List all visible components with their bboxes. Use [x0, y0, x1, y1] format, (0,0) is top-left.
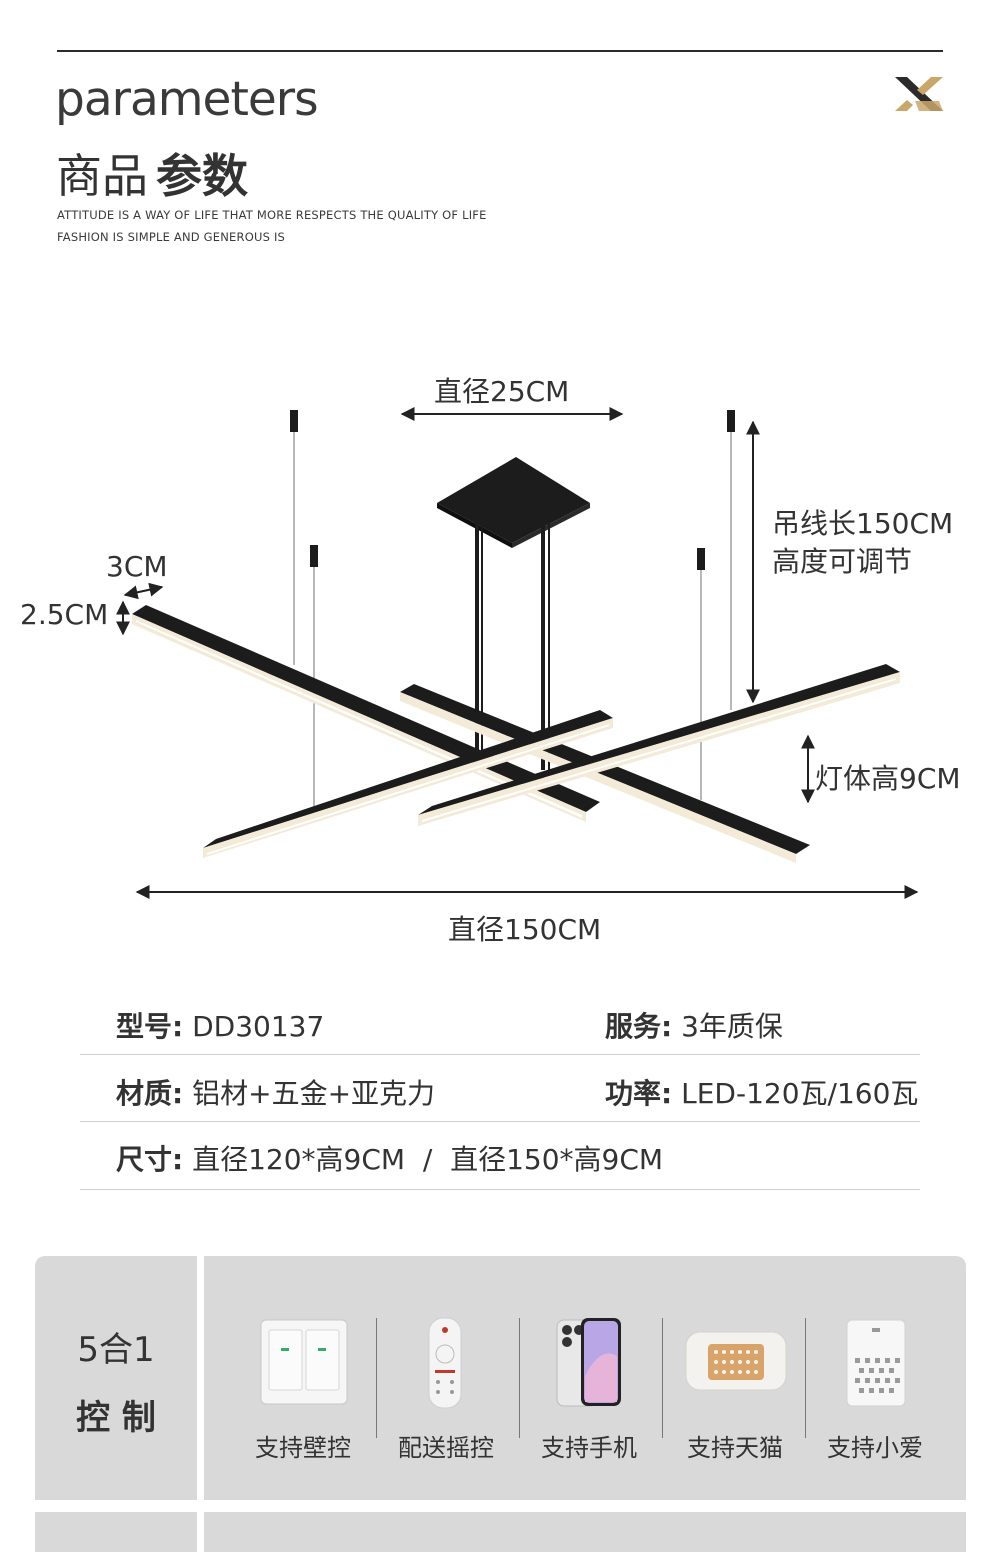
- next-panel-right: [204, 1512, 966, 1552]
- tagline-1: ATTITUDE IS A WAY OF LIFE THAT MORE RESP…: [57, 208, 487, 222]
- body-height-label: 灯体高9CM: [815, 762, 961, 795]
- spec-model-key: 型号:: [116, 1010, 184, 1043]
- control-title-1: 5合1: [77, 1330, 155, 1370]
- spec-divider: [80, 1189, 920, 1190]
- adjustable-height-label: 高度可调节: [772, 545, 913, 578]
- spec-model: 型号: DD30137: [116, 1005, 324, 1045]
- ceiling-cap: [290, 410, 298, 432]
- next-panel-left: [35, 1512, 197, 1552]
- total-diameter-label: 直径150CM: [448, 913, 602, 946]
- spec-material-key: 材质:: [116, 1077, 184, 1110]
- item-divider: [519, 1318, 520, 1438]
- chandelier-diagram: [116, 407, 919, 899]
- light-bar: [203, 710, 613, 858]
- control-item-wall-switch-label: 支持壁控: [255, 1434, 351, 1462]
- control-item-remote-label: 配送摇控: [398, 1434, 494, 1462]
- item-divider: [376, 1318, 377, 1438]
- page-title-zh: 商品参数: [56, 140, 248, 206]
- bar-width-label: 3CM: [106, 550, 168, 583]
- control-item-phone-label: 支持手机: [541, 1434, 637, 1462]
- control-item-tmall-label: 支持天猫: [687, 1434, 783, 1462]
- ceiling-cap: [310, 545, 318, 567]
- smart-speaker-icon: [685, 1331, 787, 1391]
- spec-divider: [80, 1121, 920, 1122]
- spec-material-value: 铝材+五金+亚克力: [192, 1077, 436, 1110]
- spec-service-key: 服务:: [605, 1010, 673, 1043]
- bar-width-arrow: [123, 582, 164, 600]
- page-title-zh-bold: 参数: [156, 149, 248, 203]
- spec-size-key: 尺寸:: [116, 1143, 184, 1176]
- ceiling-cap: [697, 548, 705, 570]
- spec-size: 尺寸: 直径120*高9CM / 直径150*高9CM: [116, 1138, 663, 1178]
- ceiling-canopy: [437, 457, 590, 543]
- spec-service-value: 3年质保: [681, 1010, 783, 1043]
- top-divider: [57, 50, 943, 52]
- cable-length-label: 吊线长150CM: [772, 507, 954, 540]
- item-divider: [805, 1318, 806, 1438]
- wall-switch-icon: [260, 1319, 348, 1405]
- spec-model-value: DD30137: [192, 1010, 325, 1043]
- spec-material: 材质: 铝材+五金+亚克力: [116, 1072, 435, 1112]
- canopy-diameter-label: 直径25CM: [434, 375, 570, 408]
- bar-height-label: 2.5CM: [20, 598, 109, 631]
- spec-power-key: 功率:: [605, 1077, 673, 1110]
- spec-power: 功率: LED-120瓦/160瓦: [605, 1072, 918, 1112]
- spec-power-value: LED-120瓦/160瓦: [681, 1077, 919, 1110]
- page-title-zh-light: 商品: [56, 149, 148, 203]
- remote-control-icon: [428, 1317, 462, 1409]
- tagline-2: FASHION IS SIMPLE AND GENEROUS IS: [57, 230, 286, 244]
- gold-x-logo-icon: [895, 77, 943, 111]
- page-title-en: parameters: [55, 72, 319, 127]
- light-bar: [418, 664, 900, 826]
- ceiling-cap: [727, 410, 735, 432]
- item-divider: [662, 1318, 663, 1438]
- control-title-panel: [35, 1256, 197, 1500]
- control-item-xiaoai-label: 支持小爱: [827, 1434, 923, 1462]
- spec-service: 服务: 3年质保: [605, 1005, 783, 1045]
- smartphone-icon: [556, 1318, 621, 1407]
- spec-size-value: 直径120*高9CM / 直径150*高9CM: [192, 1143, 664, 1176]
- control-title-2: 控 制: [76, 1398, 156, 1438]
- xiaoai-speaker-icon: [846, 1319, 906, 1407]
- spec-divider: [80, 1054, 920, 1055]
